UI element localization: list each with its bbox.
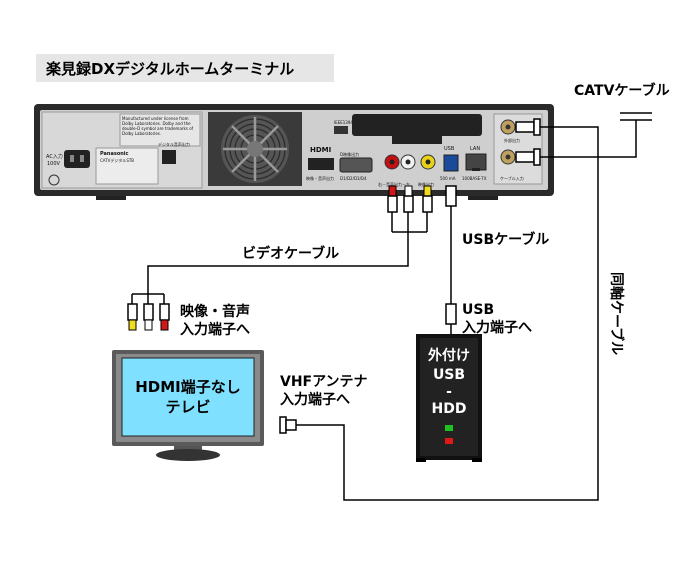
svg-text:同軸ケーブル: 同軸ケーブル: [608, 272, 625, 355]
hdd-label-3: -: [446, 384, 452, 400]
usb-cable-label: USBケーブル: [462, 231, 549, 248]
catv-cable-label: CATVケーブル: [574, 82, 670, 99]
usb-port: [443, 154, 459, 172]
tv-rca-plug-white: [143, 303, 154, 331]
jqa-mark: [48, 174, 60, 186]
usb-input-label-2: 入力端子へ: [462, 319, 532, 336]
notice-line-2: Dolby Laboratories. Dolby and the: [122, 121, 191, 126]
hdd-label-1: 外付け: [428, 347, 470, 364]
hdd-label-4: HDD: [432, 401, 467, 417]
ac-inlet: [64, 150, 90, 168]
hdd-led-green: [445, 425, 453, 431]
d-sub-label: D1/D2/D3/D4: [340, 176, 367, 181]
hdd-label-2: USB: [433, 367, 465, 383]
rca-plug-white: [403, 185, 414, 213]
usb-input-label-1: USB: [462, 302, 494, 318]
optical-out-port: [162, 150, 176, 164]
model-label: CATVデジタルSTB: [100, 157, 134, 163]
rca-plug-red: [387, 185, 398, 213]
lan-port: [465, 153, 487, 171]
stb-back-panel: Manufactured under license from Dolby La…: [34, 104, 554, 200]
ieee-label: IEEE1394: [334, 120, 353, 125]
coax-cable-line: [296, 126, 599, 501]
rca-plug-yellow: [422, 185, 433, 213]
usb-ma-label: 500 mA: [440, 176, 456, 181]
notice-line-3: double-D symbol are trademarks of: [122, 126, 194, 131]
hdmi-port: [308, 158, 334, 170]
coax-plug-tv: [279, 416, 297, 434]
card-slot: [352, 114, 482, 136]
hdmi-logo: HDMI: [310, 146, 331, 154]
coax-plug-cable-in: [515, 148, 541, 166]
notice-line-4: Dolby Laboratories.: [122, 131, 161, 136]
digital-out-label: デジタル音声出力: [158, 141, 190, 147]
vhf-input-label-1: VHFアンテナ: [280, 374, 368, 390]
tv-label-2: テレビ: [165, 398, 210, 416]
tv-label-1: HDMI端子なし: [135, 378, 241, 396]
ieee-port: [334, 126, 348, 134]
ac-volt: 100V: [47, 161, 61, 167]
external-usb-hdd: [416, 334, 482, 462]
av-out-label: 右－音声出力－左: [378, 181, 410, 187]
av-input-label-1: 映像・音声: [180, 303, 250, 320]
video-cable-label: ビデオケーブル: [242, 245, 339, 262]
ant-out-label: 外部出力: [504, 137, 520, 143]
usb-plug-stb: [445, 185, 457, 207]
video-cable-line: [131, 212, 428, 304]
tv-rca-plug-yellow: [127, 303, 138, 331]
coax-plug-ant-out: [515, 118, 541, 136]
tv-rca-plug-red: [159, 303, 170, 331]
d-out-label: D映像出力: [340, 151, 359, 157]
hdd-led-red: [445, 438, 453, 444]
vhf-input-label-2: 入力端子へ: [280, 391, 350, 408]
catv-cable-line: [540, 112, 652, 158]
page-title: 楽見録DXデジタルホームターミナル: [46, 60, 294, 78]
ac-label: AC入力: [46, 153, 63, 160]
hdmi-sub-label: 映像・音声出力: [306, 175, 334, 181]
av-input-label-2: 入力端子へ: [180, 321, 250, 338]
d-video-port: [339, 157, 373, 173]
coax-cable-label: 同軸ケーブル: [608, 272, 625, 355]
video-out-label: 映像出力: [418, 181, 434, 187]
notice-line-1: Manufactured under license from: [122, 116, 189, 121]
brand-label: Panasonic: [100, 151, 129, 157]
lan-label: LAN: [470, 146, 480, 152]
lan-sub-label: 100BASE-TX: [462, 176, 487, 181]
title-band: [36, 54, 334, 82]
television: [112, 350, 264, 461]
usb-port-label: USB: [444, 146, 455, 152]
tv-screen: [121, 357, 255, 437]
usb-plug-hdd: [445, 303, 457, 334]
cable-in-label: ケーブル入力: [500, 175, 524, 181]
